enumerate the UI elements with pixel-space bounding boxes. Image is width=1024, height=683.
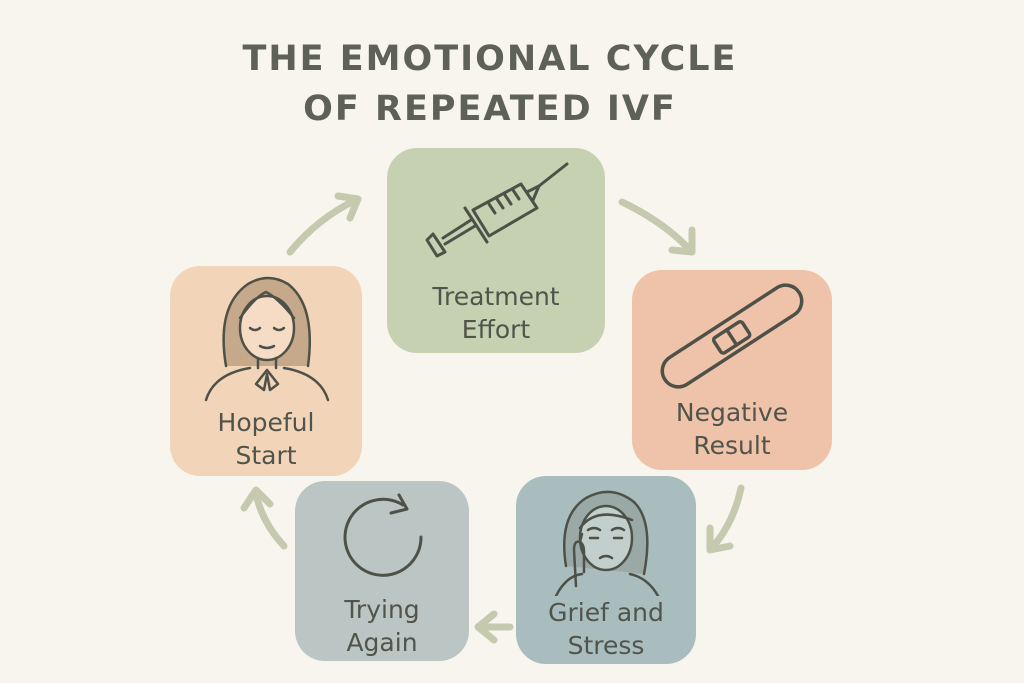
- distressed-woman-icon: [554, 490, 660, 596]
- arrow-trying-to-hopeful: [240, 486, 288, 550]
- title-line-1: THE EMOTIONAL CYCLE: [242, 39, 738, 79]
- arrow-grief-to-trying: [474, 610, 514, 644]
- stage-label: Treatment Effort: [432, 282, 560, 344]
- stage-label: Trying Again: [344, 595, 420, 657]
- stage-label: Hopeful Start: [217, 408, 315, 470]
- arrow-hopeful-to-treatment: [286, 192, 362, 256]
- arrow-treatment-to-negative: [618, 198, 696, 256]
- stage-label: Grief and Stress: [548, 598, 664, 660]
- stage-card-treatment-effort: Treatment Effort: [387, 148, 605, 353]
- title-line-2: OF REPEATED IVF: [303, 89, 677, 129]
- stage-card-negative-result: Negative Result: [632, 270, 832, 470]
- diagram-title: THE EMOTIONAL CYCLE OF REPEATED IVF: [0, 34, 980, 134]
- stage-card-hopeful-start: Hopeful Start: [170, 266, 362, 476]
- arrow-negative-to-grief: [706, 484, 745, 554]
- stage-card-grief-and-stress: Grief and Stress: [516, 476, 696, 664]
- stage-label: Negative Result: [675, 398, 789, 460]
- calm-woman-icon: [204, 276, 330, 402]
- circular-arrow-icon: [343, 493, 423, 577]
- syringe-icon: [425, 162, 569, 258]
- stage-card-trying-again: Trying Again: [295, 481, 469, 661]
- test-strip-icon: [660, 283, 804, 389]
